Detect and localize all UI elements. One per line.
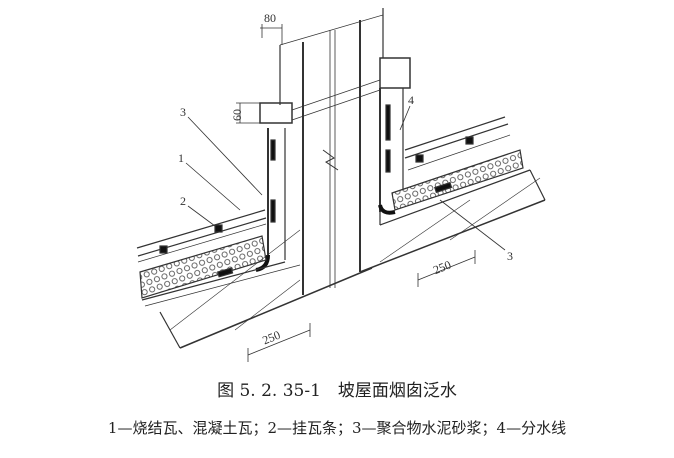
dim-left-extent: 250 — [260, 328, 282, 348]
right-roof — [359, 88, 546, 273]
dimension-labels: 80 60 250 250 3 1 2 4 3 — [178, 11, 513, 347]
callout-label: 3 — [507, 249, 513, 263]
chimney — [259, 8, 411, 295]
dim-right-extent: 250 — [431, 257, 453, 277]
callout-label: 4 — [408, 93, 414, 107]
dimensions — [185, 24, 506, 362]
callout-label: 1 — [178, 151, 184, 165]
dim-drip-height: 60 — [230, 109, 244, 121]
figure-title: 图 5. 2. 35-1 坡屋面烟囱泛水 — [217, 381, 457, 401]
callout-label: 3 — [180, 105, 186, 119]
callout-label: 2 — [180, 194, 186, 208]
figure-legend: 1—烧结瓦、混凝土瓦；2—挂瓦条；3—聚合物水泥砂浆；4—分水线 — [107, 419, 567, 437]
dim-top-width: 80 — [264, 11, 276, 25]
chimney-flashing-drawing: 80 60 250 250 3 1 2 4 3 — [136, 8, 546, 362]
left-roof — [136, 128, 373, 349]
